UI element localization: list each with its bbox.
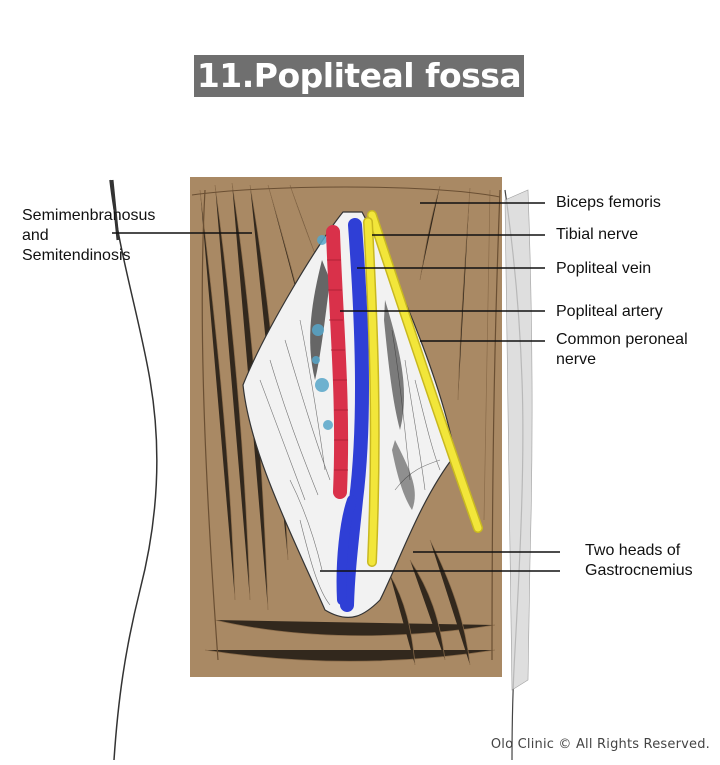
muscle-border-left	[201, 189, 219, 661]
copyright-footer: Olo Clinic © All Rights Reserved.	[490, 737, 710, 752]
popliteal-vein	[340, 218, 369, 612]
label-biceps-femoris: Biceps femoris	[556, 194, 661, 211]
label-gastrocnemius: Two heads of Gastrocnemius	[585, 542, 693, 579]
leg-outline-left-inner	[110, 179, 120, 241]
page-title: 11.Popliteal fossa	[194, 55, 524, 97]
muscle-border-top	[191, 186, 501, 198]
label-semimembranosus: Semimenbranosus and Semitendinosis	[22, 207, 156, 264]
artery-ribbing	[327, 259, 348, 471]
popliteal-vein-branch	[336, 495, 357, 605]
label-popliteal-artery: Popliteal artery	[556, 303, 663, 320]
common-peroneal-nerve-fill	[368, 211, 482, 532]
leg-outline-left	[109, 179, 158, 761]
muscle-border-right	[491, 189, 501, 661]
label-common-peroneal: Common peroneal nerve	[556, 331, 688, 368]
leg-shading-right	[504, 189, 533, 691]
label-popliteal-vein: Popliteal vein	[556, 260, 652, 277]
small-vessels	[312, 235, 333, 430]
tibial-nerve-fill	[364, 218, 379, 566]
leader-lines	[112, 202, 560, 572]
label-tibial-nerve: Tibial nerve	[556, 226, 639, 243]
dark-shadow-low	[392, 440, 415, 510]
popliteal-artery	[326, 225, 349, 499]
dark-shadow-left	[310, 260, 330, 380]
dark-shadow-right	[384, 300, 405, 430]
